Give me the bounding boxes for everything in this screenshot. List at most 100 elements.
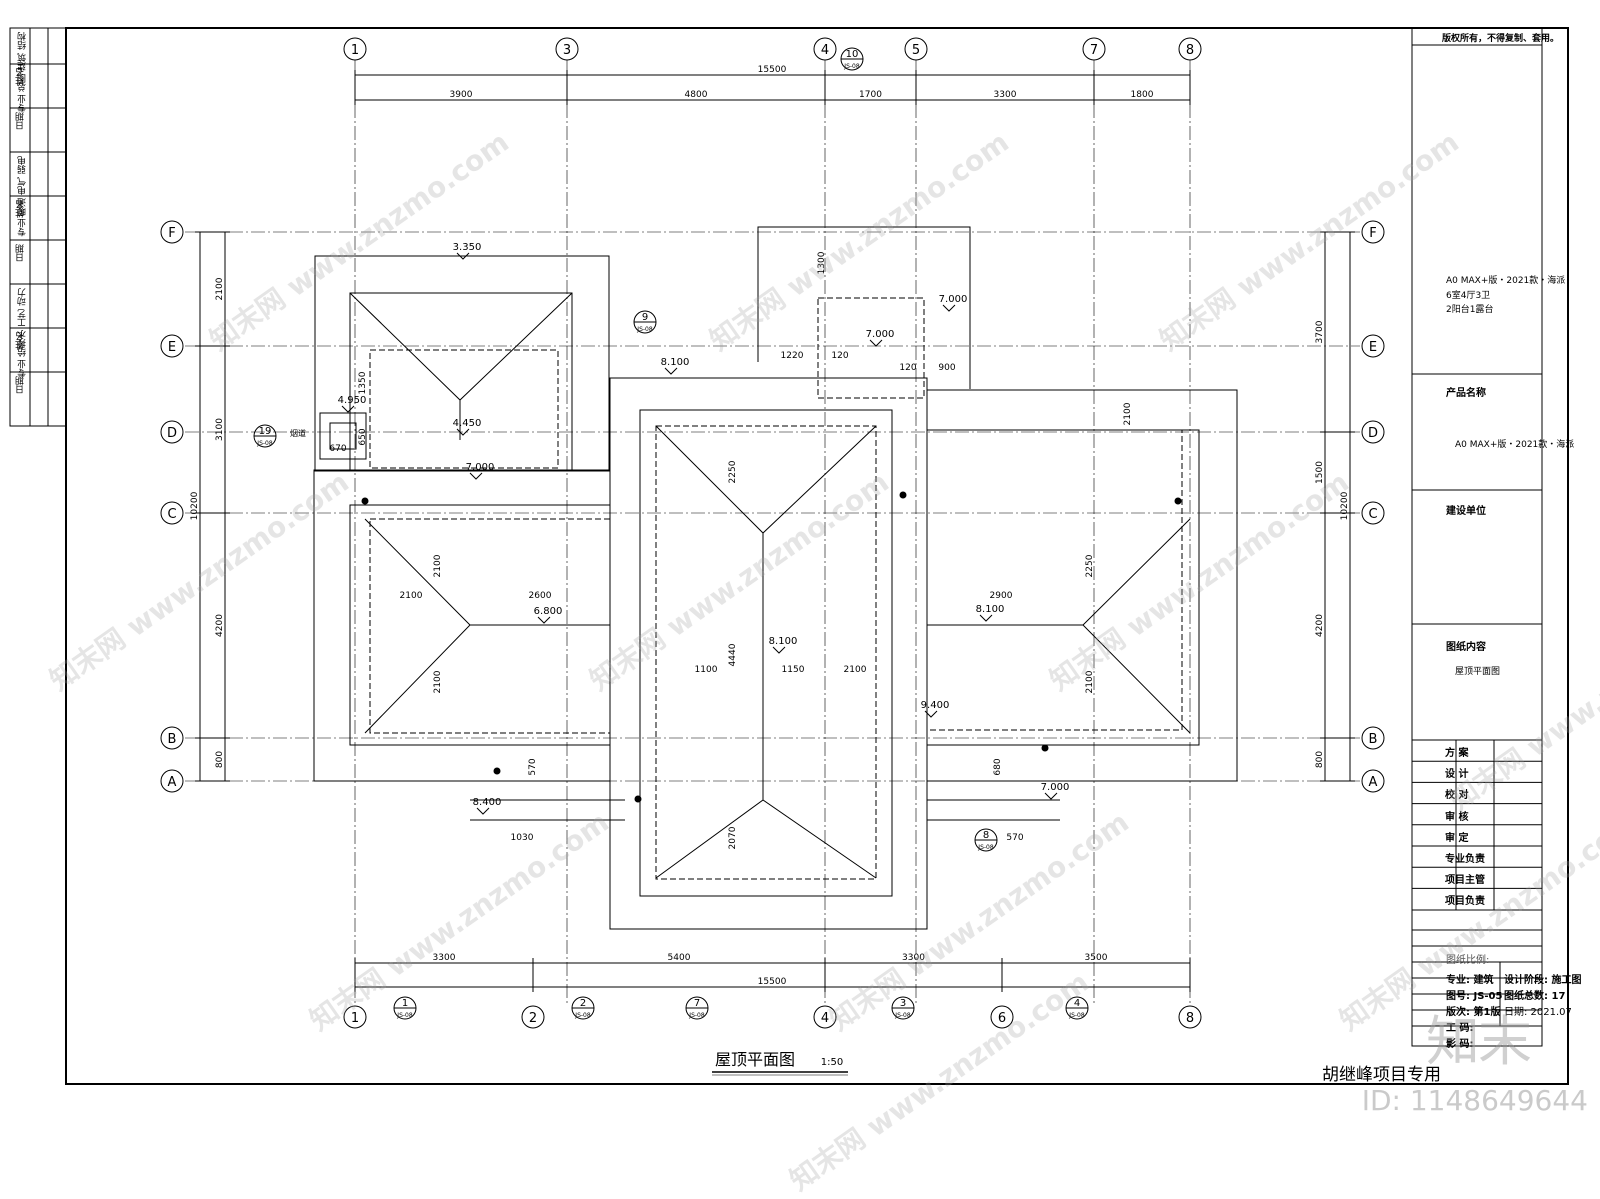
- dim-text-left: 800: [215, 751, 225, 768]
- left-wing-gutter: [369, 518, 611, 734]
- elevation-text: 7.000: [1041, 782, 1070, 793]
- axis-bubble-right: [1361, 334, 1385, 358]
- inner-dim-text: 2100: [844, 665, 867, 675]
- right-hip: [1082, 518, 1191, 734]
- axis-label-top: 4: [821, 43, 829, 58]
- elevation-text: 8.100: [976, 604, 1005, 615]
- overall-dim-top: 15500: [758, 65, 787, 75]
- chimney-inner: [329, 422, 357, 450]
- date: 日期: 2021.07: [1504, 1007, 1572, 1018]
- dim-text-top: 1700: [859, 90, 882, 100]
- axis-label-right: B: [1369, 732, 1378, 747]
- dim-text-right: 4200: [1315, 614, 1325, 637]
- overall-dim-left: 10200: [190, 491, 200, 520]
- detail-ref-sheet: JS-08: [574, 1012, 591, 1019]
- axis-bubble-right: [1361, 769, 1385, 793]
- drain-dot: [1174, 497, 1182, 505]
- axis-label-top: 7: [1090, 43, 1098, 58]
- detail-ref-number: 8: [983, 830, 989, 841]
- axis-label-bottom: 2: [529, 1011, 537, 1026]
- sheet-number: 图号: JS-05: [1446, 991, 1503, 1002]
- axis-label-bottom: 1: [351, 1011, 359, 1026]
- axis-label-bottom: 8: [1186, 1011, 1194, 1026]
- right-wing-gutter: [926, 429, 1183, 731]
- axis-label-right: D: [1368, 426, 1378, 441]
- drain-dot: [1041, 744, 1049, 752]
- overall-dim-right: 10200: [1340, 491, 1350, 520]
- sign-row-label: 校 对: [1445, 790, 1469, 802]
- detail-ref-number: 3: [900, 998, 906, 1009]
- drain-dot: [634, 795, 642, 803]
- project-line-1: A0 MAX+版・2021款・海派: [1446, 276, 1566, 286]
- elevation-marker: [537, 616, 551, 624]
- elevation-text: 9.400: [921, 700, 950, 711]
- axis-label-right: F: [1369, 226, 1376, 241]
- detail-ref-number: 10: [846, 49, 859, 60]
- inner-dim-text: 2100: [400, 591, 423, 601]
- title-block-frame: [1411, 27, 1543, 1047]
- dim-text-bottom: 5400: [668, 953, 691, 963]
- dim-text-bottom: 3300: [433, 953, 456, 963]
- elevation-marker: [869, 339, 883, 347]
- design-phase: 设计阶段: 施工图: [1504, 975, 1582, 986]
- right-wing-outer: [926, 389, 1238, 782]
- inner-dim-text: 2070: [728, 826, 738, 849]
- inner-dim-text: 2100: [433, 670, 443, 693]
- axis-label-right: C: [1368, 507, 1377, 522]
- product-value: A0 MAX+版・2021款・海派: [1455, 440, 1575, 450]
- stair-tower-outline: [757, 226, 971, 389]
- inner-dim-text: 650: [358, 428, 368, 445]
- dim-text-left: 2100: [215, 277, 225, 300]
- central-roof-outer: [609, 377, 928, 930]
- elevation-text: 6.800: [534, 606, 563, 617]
- strip-label: 姓名: [16, 68, 26, 86]
- elevation-marker: [664, 367, 678, 375]
- elevation-text: 7.000: [939, 294, 968, 305]
- overall-dim-bottom: 15500: [758, 977, 787, 987]
- pavilion-edge: [349, 292, 573, 472]
- axis-label-bottom: 6: [998, 1011, 1006, 1026]
- elevation-text: 7.000: [466, 462, 495, 473]
- pavilion-gutter: [369, 349, 559, 469]
- axis-label-left: E: [168, 340, 176, 355]
- chimney-outer: [319, 412, 367, 460]
- inner-dim-text: 1100: [695, 665, 718, 675]
- drawing-scale: 1:50: [821, 1057, 843, 1068]
- brand-logo: 知末: [1426, 1010, 1532, 1073]
- elevation-marker: [469, 472, 483, 480]
- detail-ref-number: 2: [580, 998, 586, 1009]
- detail-ref-number: 4: [1074, 998, 1080, 1009]
- drain-dot: [361, 497, 369, 505]
- inner-dim-text: 2900: [990, 591, 1013, 601]
- detail-ref-sheet: JS-08: [256, 440, 273, 447]
- detail-ref-sheet: JS-08: [894, 1012, 911, 1019]
- axis-bubble-right: [1361, 501, 1385, 525]
- stair-tower-dashed: [817, 297, 925, 399]
- axis-label-right: E: [1369, 340, 1377, 355]
- content-label: 图纸内容: [1446, 642, 1486, 653]
- detail-ref-sheet: JS-08: [843, 63, 860, 70]
- dim-text-top: 4800: [685, 90, 708, 100]
- inner-dim-text: 570: [1006, 833, 1023, 843]
- detail-ref-number: 7: [694, 998, 700, 1009]
- strip-label: 日期: [16, 244, 26, 262]
- axis-label-left: B: [168, 732, 177, 747]
- dim-text-bottom: 3500: [1085, 953, 1108, 963]
- dim-text-right: 3700: [1315, 320, 1325, 343]
- axis-bubble-left: [160, 501, 184, 525]
- axis-bubble-bottom: [813, 1005, 837, 1029]
- elevation-text: 3.350: [453, 242, 482, 253]
- detail-ref-sheet: JS-08: [688, 1012, 705, 1019]
- scale-label: 图纸比例:: [1446, 955, 1490, 966]
- project-note: 胡继峰项目专用: [1322, 1065, 1441, 1085]
- axis-bubble-right: [1361, 220, 1385, 244]
- axis-bubble-left: [160, 726, 184, 750]
- dim-text-left: 4200: [215, 614, 225, 637]
- axis-label-right: A: [1369, 775, 1378, 790]
- inner-dim-text: 1150: [782, 665, 805, 675]
- image-id: ID: 1148649644: [1361, 1084, 1588, 1117]
- strip-label: 日期: [16, 112, 26, 130]
- axis-bubble-left: [160, 769, 184, 793]
- detail-ref-number: 9: [642, 312, 648, 323]
- inner-dim-text: 1220: [781, 351, 804, 361]
